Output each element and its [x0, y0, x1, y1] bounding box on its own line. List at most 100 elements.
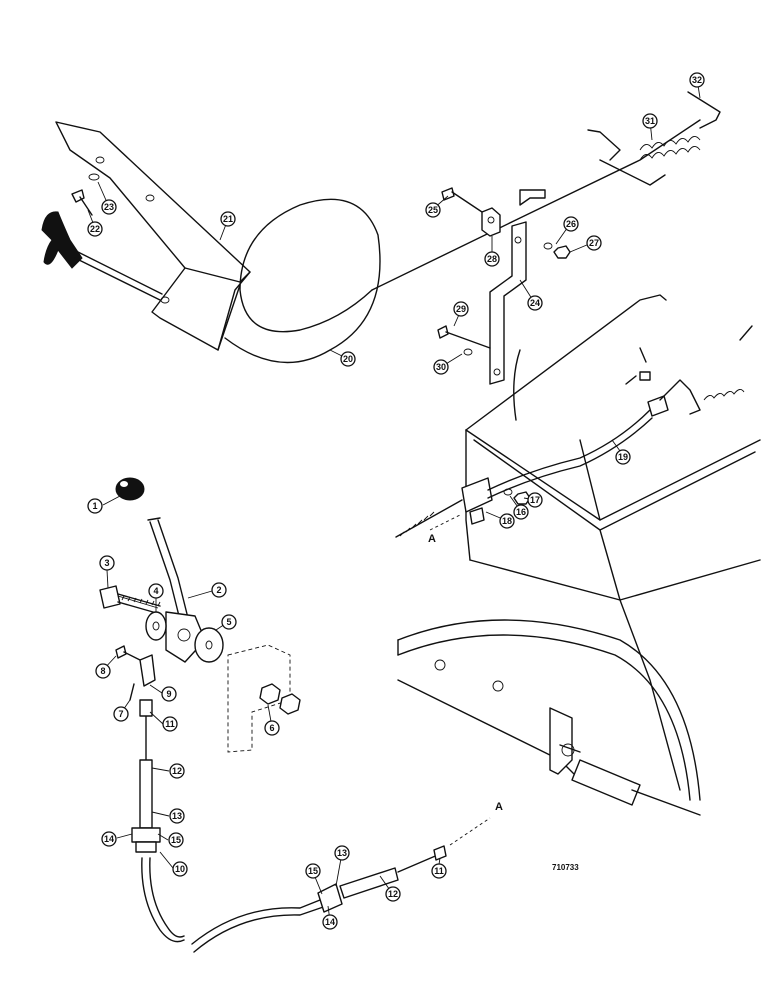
callout-5: 5: [221, 614, 237, 630]
svg-text:15: 15: [308, 866, 318, 876]
callout-31: 31: [642, 113, 658, 129]
svg-text:13: 13: [172, 811, 182, 821]
callout-6: 6: [264, 720, 280, 736]
choke-cable: [395, 325, 753, 538]
callout-4: 4: [148, 583, 164, 599]
callout-12-lower: 12: [385, 886, 401, 902]
callout-29: 29: [453, 301, 469, 317]
callout-14-lower: 14: [322, 914, 338, 930]
callout-21: 21: [220, 211, 236, 227]
svg-text:31: 31: [645, 116, 655, 126]
lever-arm: [147, 517, 189, 621]
fender: [397, 619, 701, 801]
svg-text:28: 28: [487, 254, 497, 264]
callout-11-lower: 11: [431, 863, 447, 879]
hood-housing: [465, 294, 761, 791]
callout-18: 18: [499, 513, 515, 529]
svg-text:7: 7: [118, 709, 123, 719]
callout-2: 2: [211, 582, 227, 598]
strap-bracket: [489, 221, 527, 385]
svg-text:23: 23: [104, 202, 114, 212]
bolt-29-washer-30: [437, 325, 491, 356]
svg-text:14: 14: [325, 917, 335, 927]
svg-text:12: 12: [172, 766, 182, 776]
callout-19: 19: [615, 449, 631, 465]
svg-text:22: 22: [90, 224, 100, 234]
callout-27: 27: [586, 235, 602, 251]
svg-text:10: 10: [175, 864, 185, 874]
svg-text:2: 2: [216, 585, 221, 595]
callout-7: 7: [113, 706, 129, 722]
svg-text:19: 19: [618, 452, 628, 462]
nut-washer-26-27: [543, 242, 571, 259]
control-cable: [131, 699, 447, 953]
callout-15: 15: [168, 832, 184, 848]
section-marker-a-lower: A: [495, 801, 503, 813]
callout-9: 9: [161, 686, 177, 702]
svg-text:11: 11: [434, 866, 444, 876]
dash-bracket: [55, 121, 251, 351]
svg-text:16: 16: [516, 507, 526, 517]
svg-text:20: 20: [343, 354, 353, 364]
pin-8-clevis-9: [115, 645, 156, 701]
svg-text:5: 5: [226, 617, 231, 627]
svg-text:24: 24: [530, 298, 540, 308]
svg-text:32: 32: [692, 75, 702, 85]
figure-code: 710733: [552, 863, 579, 872]
washer-5: [194, 627, 224, 663]
svg-text:17: 17: [530, 495, 540, 505]
svg-text:29: 29: [456, 304, 466, 314]
svg-text:18: 18: [502, 516, 512, 526]
lever-knob: [115, 477, 145, 501]
svg-text:4: 4: [153, 586, 158, 596]
svg-text:13: 13: [337, 848, 347, 858]
return-spring: [587, 91, 721, 186]
grip-sleeve: [561, 743, 701, 816]
callout-20: 20: [340, 351, 356, 367]
callout-13-lower: 13: [334, 845, 350, 861]
callout-17: 17: [527, 492, 543, 508]
callout-23: 23: [101, 199, 117, 215]
callout-14: 14: [101, 831, 117, 847]
callout-1: 1: [87, 498, 103, 514]
callout-16: 16: [513, 504, 529, 520]
svg-text:27: 27: [589, 238, 599, 248]
callout-10: 10: [172, 861, 188, 877]
callout-30: 30: [433, 359, 449, 375]
bolt-25: [441, 187, 483, 213]
svg-text:12: 12: [388, 889, 398, 899]
callout-22: 22: [87, 221, 103, 237]
svg-text:26: 26: [566, 219, 576, 229]
callout-28: 28: [484, 251, 500, 267]
svg-text:21: 21: [223, 214, 233, 224]
svg-text:25: 25: [428, 205, 438, 215]
svg-text:15: 15: [171, 835, 181, 845]
callout-12: 12: [169, 763, 185, 779]
washer-23: [88, 173, 100, 181]
fender-bracket: [549, 707, 581, 775]
callout-11: 11: [162, 716, 178, 732]
callout-24: 24: [527, 295, 543, 311]
section-marker-a-upper: A: [428, 533, 436, 545]
callout-3: 3: [99, 555, 115, 571]
callout-32: 32: [689, 72, 705, 88]
svg-text:8: 8: [100, 666, 105, 676]
bolt-22: [71, 189, 93, 216]
svg-text:30: 30: [436, 362, 446, 372]
svg-text:9: 9: [166, 689, 171, 699]
svg-text:1: 1: [92, 501, 97, 511]
cable-end-fitting: [519, 189, 546, 206]
callout-13: 13: [169, 808, 185, 824]
throttle-cable-run: [371, 119, 701, 291]
nuts-6: [259, 683, 301, 715]
throttle-cable-loop: [224, 198, 381, 364]
svg-text:14: 14: [104, 834, 114, 844]
svg-text:11: 11: [165, 719, 175, 729]
cable-clamp: [481, 207, 501, 237]
callout-8: 8: [95, 663, 111, 679]
mount-bracket: [227, 644, 291, 753]
callout-26: 26: [563, 216, 579, 232]
callout-25: 25: [425, 202, 441, 218]
